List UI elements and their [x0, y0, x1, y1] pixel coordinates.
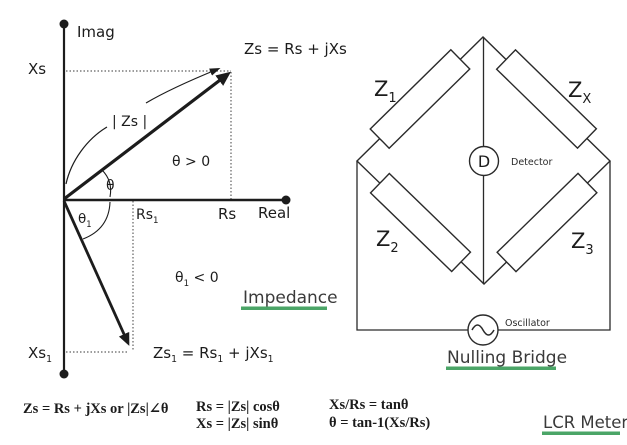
nulling-bridge-caption-underline: [446, 366, 556, 370]
real-axis-label: Real: [258, 204, 290, 222]
xs1-tick-label: Xs1: [28, 344, 52, 365]
lcr-meter-caption: LCR Meter: [543, 413, 627, 432]
impedance-phasor-diagram: Imag Real Xs Xs1 Rs Rs1 Zs = Rs + jXs | …: [28, 19, 347, 379]
sine-wave-icon: [471, 324, 495, 336]
imag-axis-label: Imag: [77, 23, 115, 41]
theta1-label: θ1: [78, 211, 92, 229]
oscillator-label: Oscillator: [505, 318, 550, 329]
formula-cos: Rs = |Zs| cosθ: [196, 399, 280, 415]
zx-element-box: [495, 48, 598, 150]
formulas-footer: Zs = Rs + jXs or |Zs|∠θ Rs = |Zs| cosθ X…: [23, 397, 627, 435]
nulling-bridge-diagram: D Detector Oscillator Z1 ZX Z2 Z3 Nullin…: [355, 36, 612, 370]
z3-element-box: [496, 172, 598, 273]
lcr-meter-caption-underline: [542, 431, 620, 435]
phasor-sweep-arc-upper: [145, 67, 221, 104]
theta1-angle-arc: [82, 201, 111, 240]
rs-tick-label: Rs: [218, 205, 236, 223]
theta-angle-arc: [101, 169, 112, 198]
zs-vector: [63, 71, 231, 201]
zs-equation-label: Zs = Rs + jXs: [244, 40, 347, 58]
detector-circle: [468, 145, 500, 177]
formula-polar: Zs = Rs + jXs or |Zs|∠θ: [23, 401, 169, 417]
z2-label: Z2: [376, 227, 399, 256]
rs1-tick-label: Rs1: [136, 207, 159, 226]
formula-tan: Xs/Rs = tanθ: [329, 397, 408, 413]
phasor-sweep-arc-lower: [65, 126, 108, 185]
theta1-negative-label: θ1 < 0: [175, 270, 219, 289]
zs1-vector: [62, 200, 130, 346]
nulling-bridge-caption: Nulling Bridge: [447, 348, 567, 368]
z2-element-box: [369, 172, 472, 273]
zs-magnitude-label: | Zs |: [112, 114, 147, 130]
real-axis-end-dot: [281, 195, 291, 205]
zs1-equation-label: Zs1 = Rs1 + jXs1: [153, 344, 274, 365]
imag-axis-top-dot: [59, 19, 69, 29]
detector-label: Detector: [511, 157, 552, 168]
detector-symbol: D: [478, 152, 490, 171]
z1-element-box: [369, 48, 471, 150]
impedance-caption: Impedance: [243, 288, 338, 308]
theta-positive-label: θ > 0: [172, 154, 210, 170]
formula-sin: Xs = |Zs| sinθ: [196, 416, 278, 432]
formula-atan: θ = tan-1(Xs/Rs): [329, 415, 430, 431]
imag-axis-bottom-dot: [59, 369, 69, 379]
z1-label: Z1: [374, 77, 397, 106]
z3-label: Z3: [571, 229, 594, 258]
theta-label: θ: [106, 178, 115, 194]
xs-tick-label: Xs: [28, 60, 46, 78]
impedance-caption-underline: [241, 306, 327, 310]
zx-label: ZX: [568, 78, 591, 107]
